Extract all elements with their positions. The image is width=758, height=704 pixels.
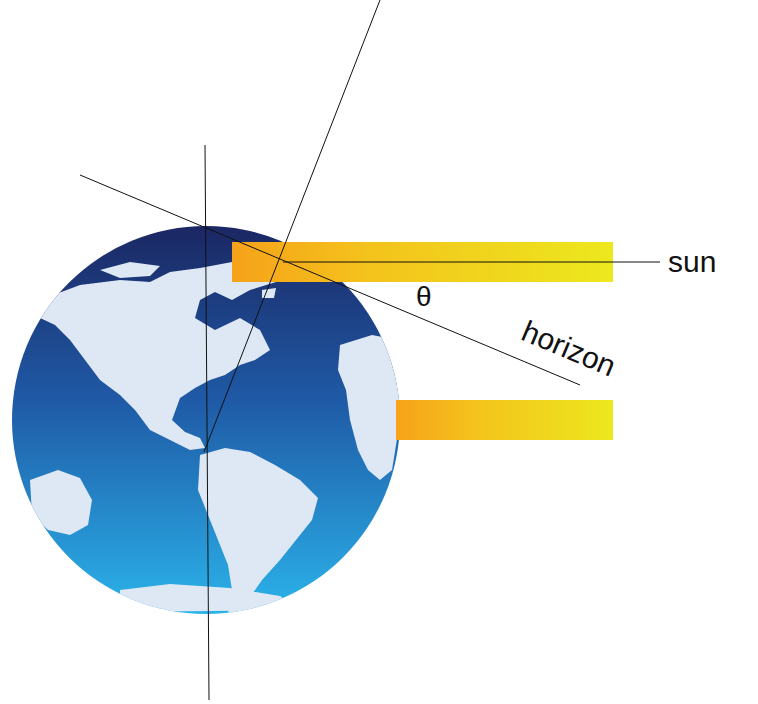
- sun-label: sun: [668, 245, 716, 278]
- zenith-line: [204, 0, 380, 452]
- sun-ray: [396, 400, 613, 440]
- horizon-line: [80, 175, 580, 385]
- continents: [30, 258, 405, 620]
- horizon-label: horizon: [517, 314, 621, 383]
- sun-direction-line: [283, 262, 660, 263]
- angle-label: θ: [416, 282, 432, 313]
